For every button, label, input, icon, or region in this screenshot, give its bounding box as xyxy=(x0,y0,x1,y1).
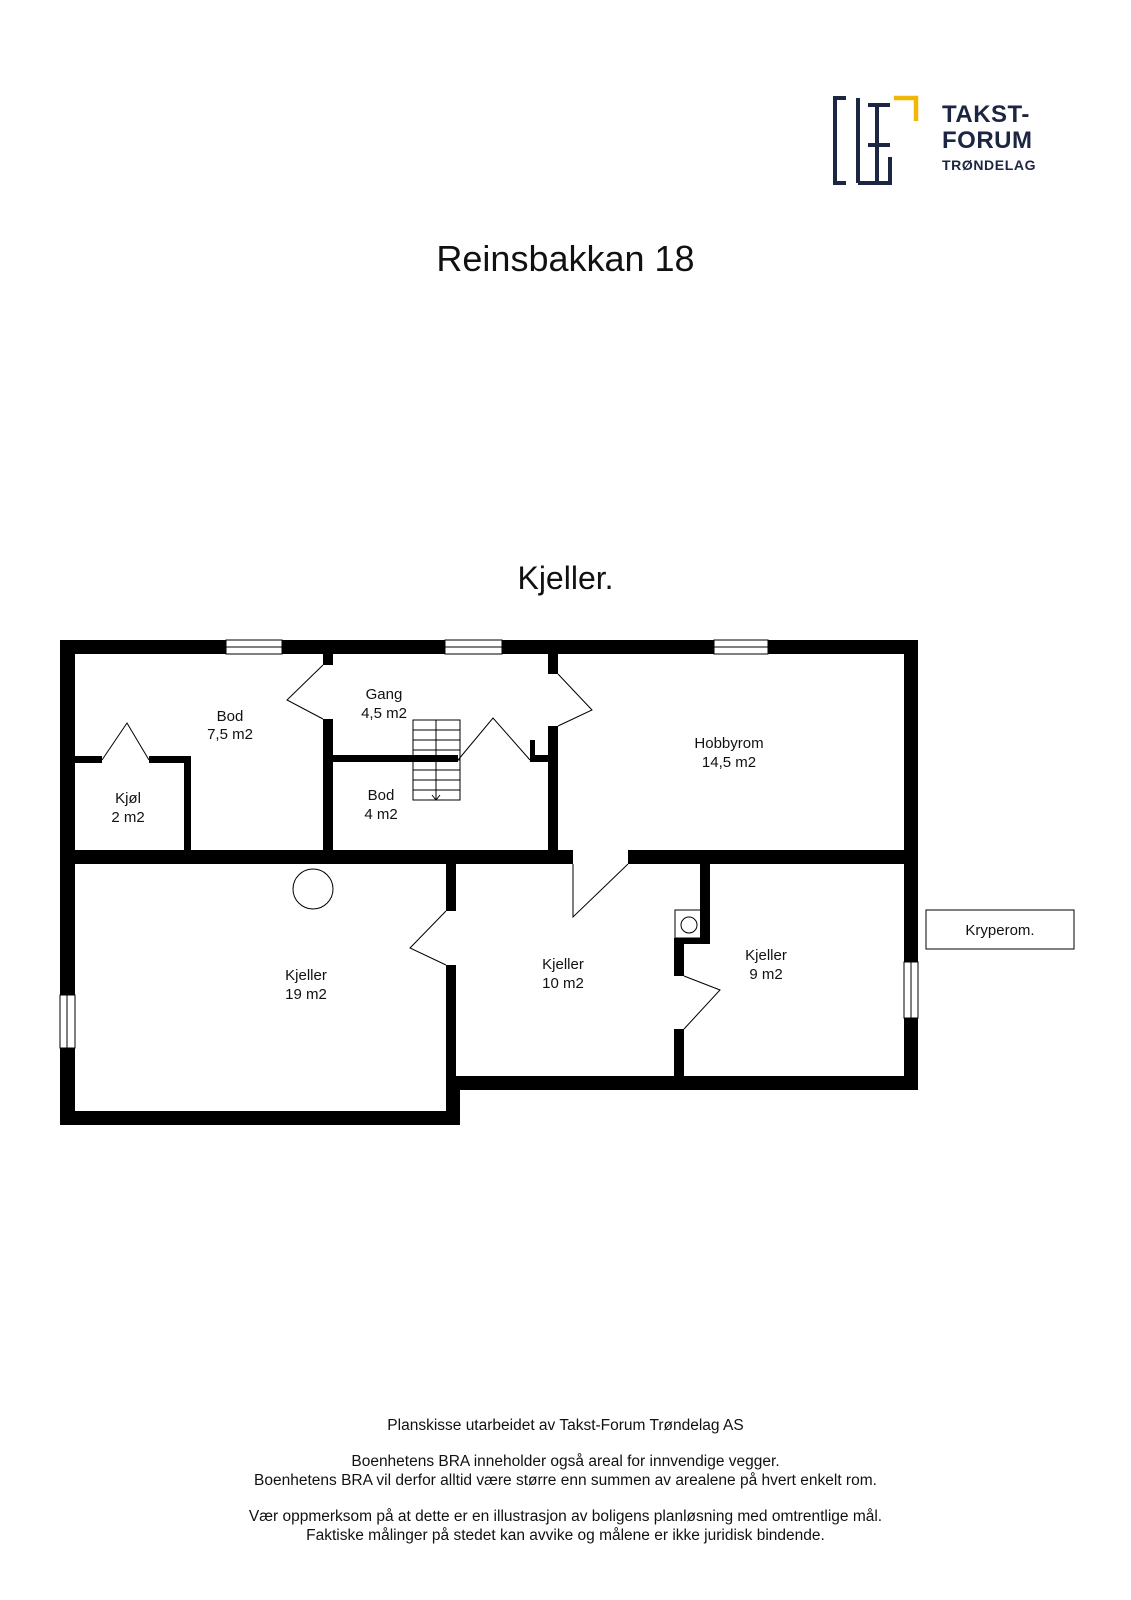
room-bod4-name: Bod xyxy=(368,787,395,804)
kryperom-label: Kryperom. xyxy=(965,922,1034,939)
room-gang-area: 4,5 m2 xyxy=(361,705,407,722)
room-bod-name: Bod xyxy=(217,708,244,725)
footer-line-2: Boenhetens BRA inneholder også areal for… xyxy=(351,1453,780,1470)
logo-mark-icon xyxy=(833,95,919,185)
windows xyxy=(59,639,919,1049)
door-hobby-kjeller xyxy=(572,863,629,919)
footer-line-5: Faktiske målinger på stedet kan avvike o… xyxy=(306,1527,825,1544)
footer-line-1: Planskisse utarbeidet av Takst-Forum Trø… xyxy=(387,1417,744,1434)
room-hobbyrom-name: Hobbyrom xyxy=(694,735,763,752)
room-kjeller19-area: 19 m2 xyxy=(285,986,327,1003)
room-kjol-name: Kjøl xyxy=(115,790,141,807)
window-gang xyxy=(444,639,503,655)
logo-line-3: TRØNDELAG xyxy=(942,157,1037,173)
window-kjeller-left xyxy=(59,994,76,1049)
footer-line-4: Vær oppmerksom på at dette er en illustr… xyxy=(248,1508,883,1525)
room-hobbyrom-area: 14,5 m2 xyxy=(702,754,756,771)
doors xyxy=(101,664,721,1030)
walls xyxy=(60,640,918,1125)
room-kjol-area: 2 m2 xyxy=(111,809,144,826)
door-kjeller19-10 xyxy=(409,910,447,966)
floor-label: Kjeller. xyxy=(517,560,614,596)
kryperom-box xyxy=(925,909,1075,950)
room-bod4-area: 4 m2 xyxy=(364,806,397,823)
window-kjeller-right xyxy=(903,961,919,1019)
room-kjeller10-name: Kjeller xyxy=(542,956,584,973)
door-bod-gang xyxy=(286,664,324,720)
room-kjeller19-name: Kjeller xyxy=(285,967,327,984)
door-bod4 xyxy=(457,717,531,761)
room-kjeller9-area: 9 m2 xyxy=(749,966,782,983)
window-hobbyrom xyxy=(713,639,769,655)
logo-text: TAKST- FORUM TRØNDELAG xyxy=(942,101,1037,173)
room-gang-name: Gang xyxy=(366,686,403,703)
property-title: Reinsbakkan 18 xyxy=(436,238,695,279)
door-kjol xyxy=(101,722,150,761)
window-bod xyxy=(225,639,283,655)
room-kjeller9-name: Kjeller xyxy=(745,947,787,964)
room-bod-area: 7,5 m2 xyxy=(207,726,253,743)
door-gang-hobby xyxy=(557,673,593,727)
room-kjeller10-area: 10 m2 xyxy=(542,975,584,992)
footer-line-3: Boenhetens BRA vil derfor alltid være st… xyxy=(254,1472,877,1489)
takst-forum-logo: TAKST- FORUM TRØNDELAG xyxy=(832,95,1052,190)
stairs xyxy=(412,719,461,801)
footer-notes: Planskisse utarbeidet av Takst-Forum Trø… xyxy=(0,1416,1131,1545)
door-kjeller10-9 xyxy=(683,975,721,1030)
chimney-icon xyxy=(674,909,704,939)
round-fixture-icon xyxy=(292,868,334,910)
logo-line-2: FORUM xyxy=(942,127,1033,154)
logo-line-1: TAKST- xyxy=(942,101,1030,128)
